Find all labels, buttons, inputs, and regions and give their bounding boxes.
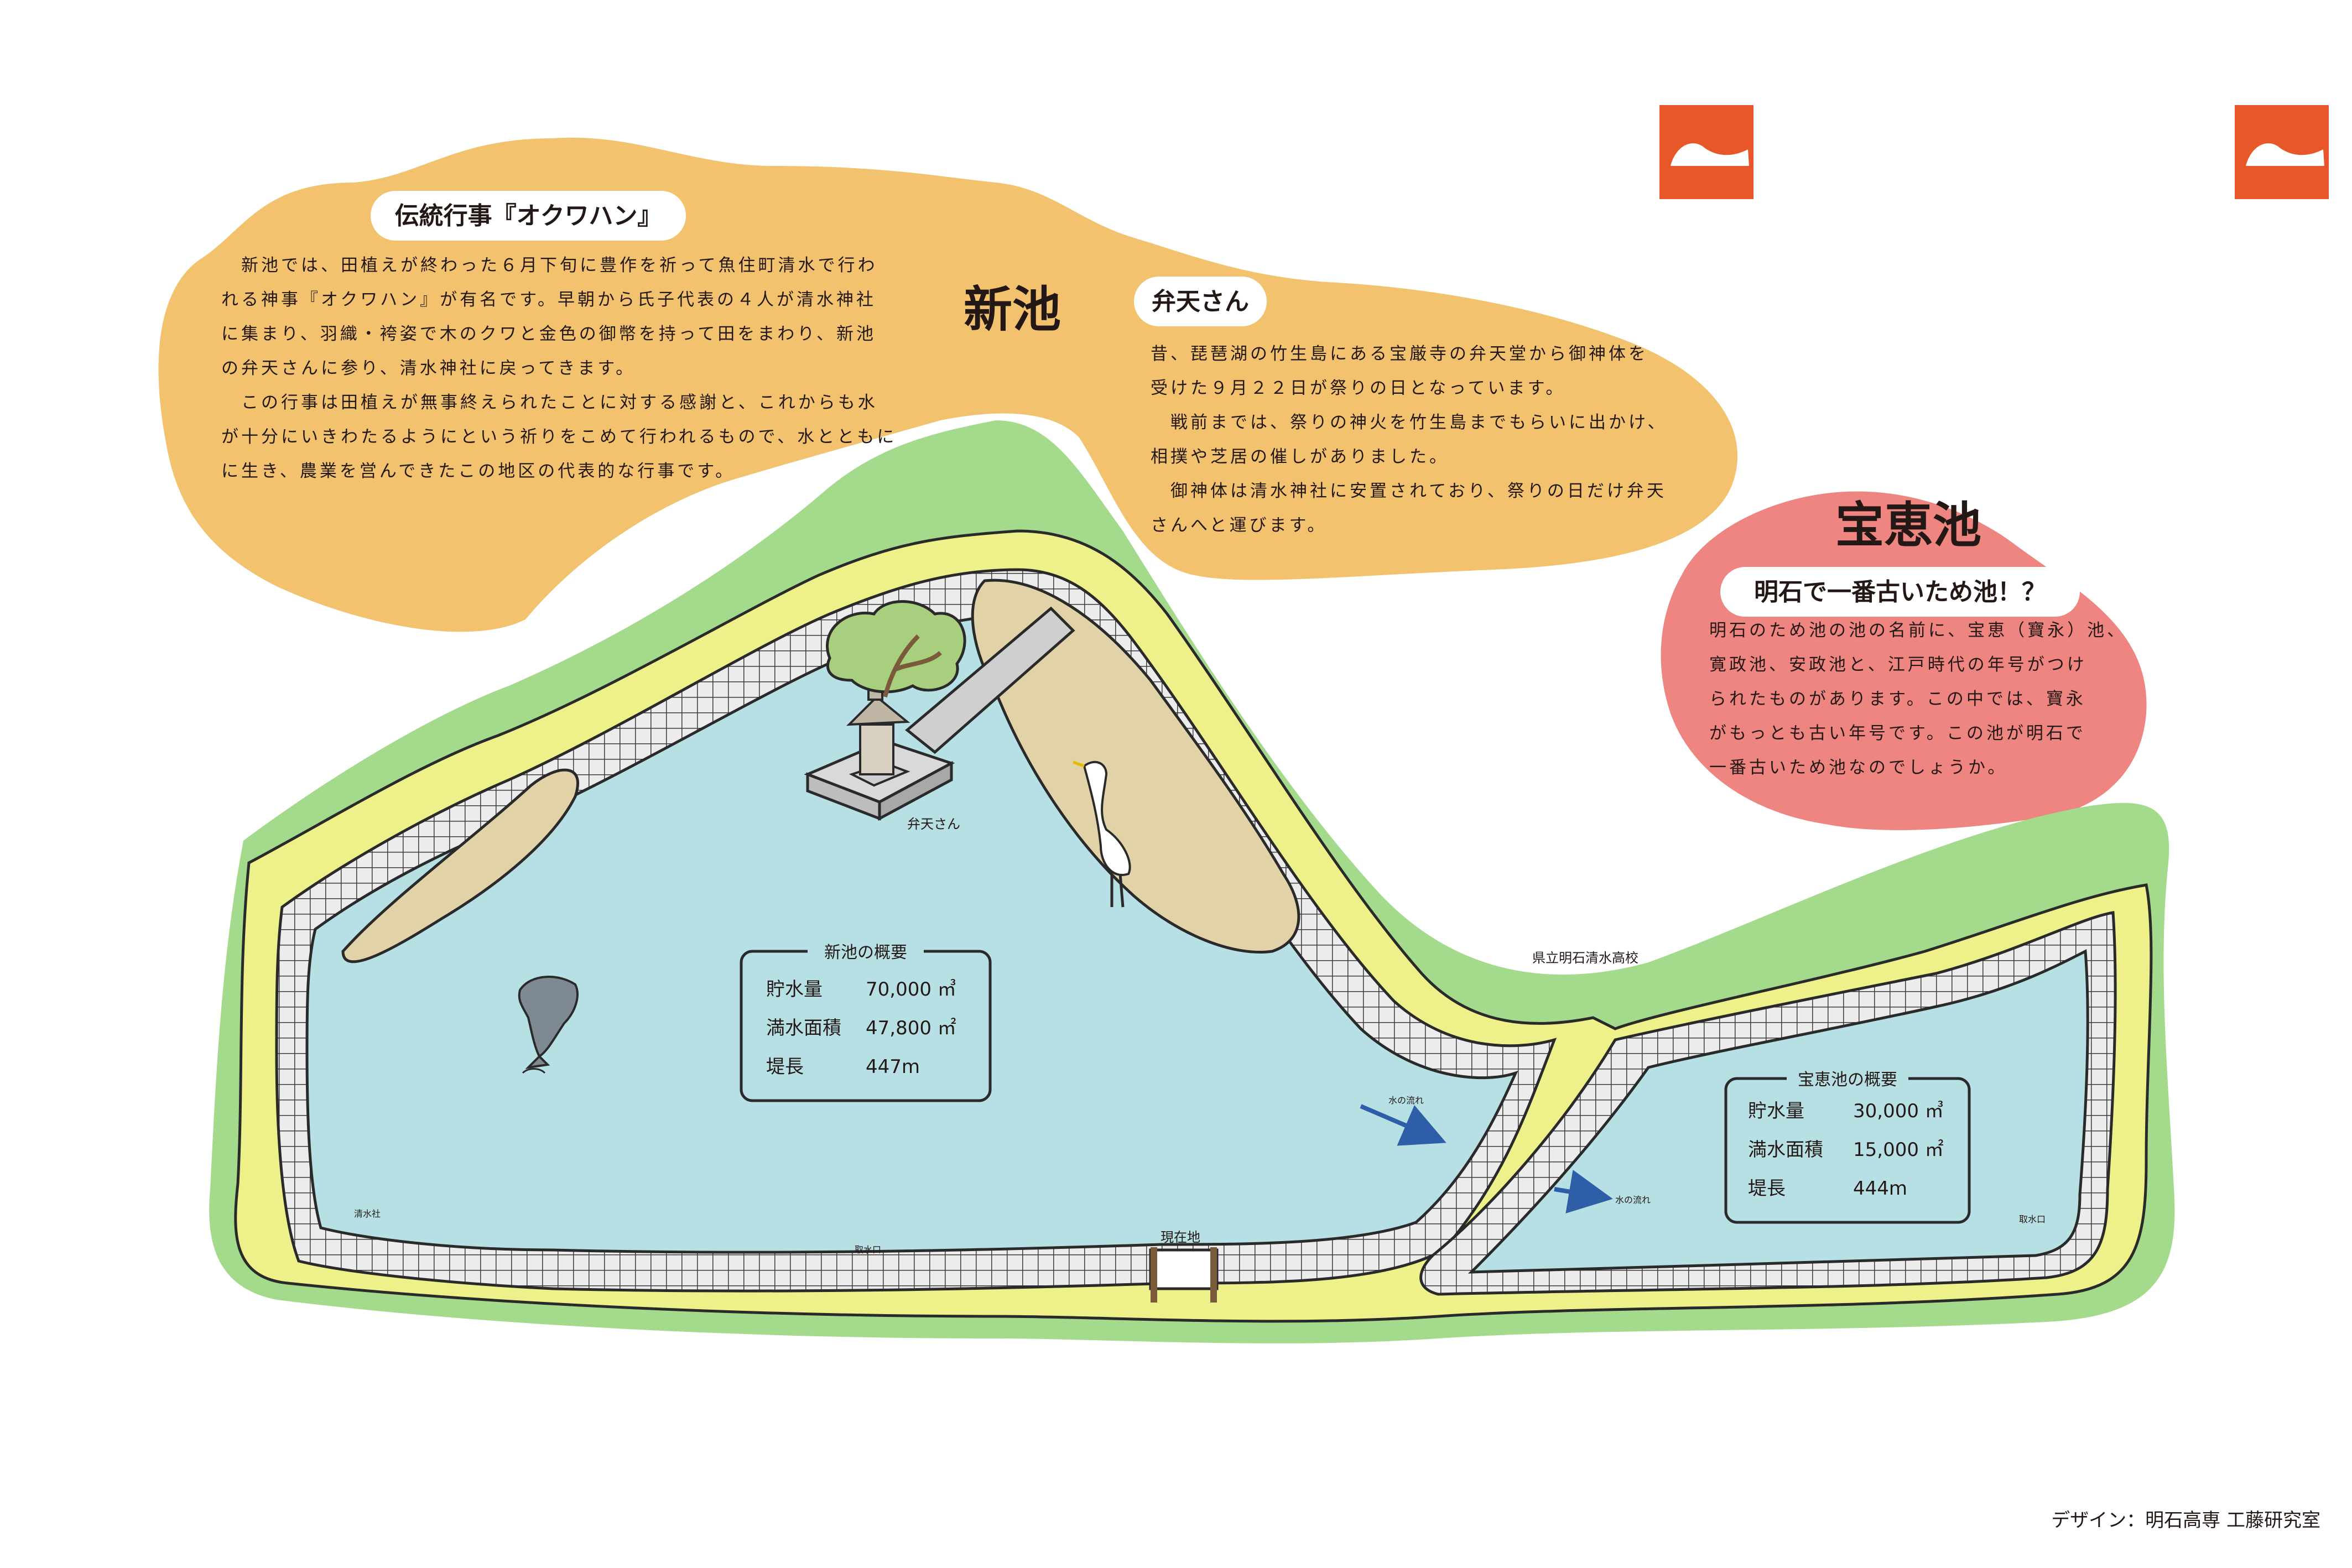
shin-ike-water [305, 612, 1518, 1254]
benten-line: 戦前までは、祭りの神火を竹生島までもらいに出かけ、 [1151, 413, 1667, 433]
houkei-line: 明石のため池の池の名前に、宝恵（寶永）池、 [1709, 621, 2127, 640]
sandbar-left [341, 768, 579, 963]
water-flow-arrow [1554, 1170, 1613, 1213]
school-label: 県立明石清水高校 [1532, 950, 1638, 966]
shin-ike-bubble [158, 137, 1738, 632]
design-credit: デザイン：明石高専 工藤研究室 [2051, 1509, 2320, 1531]
tradition-body: 新池では、田植えが終わった６月下旬に豊作を祈って魚住町清水で行わ れる神事『オク… [221, 256, 897, 481]
current-location-sign [1149, 1247, 1219, 1303]
water-flow-label: 水の流れ [1615, 1195, 1651, 1205]
houkei-line: 一番古いため池なのでしょうか。 [1709, 758, 2007, 778]
current-location-label: 現在地 [1161, 1230, 1200, 1245]
benten-heading: 弁天さん [1152, 288, 1249, 316]
tradition-line: この行事は田植えが無事終えられたことに対する感謝と、これからも水 [221, 393, 878, 413]
overview-row-label: 堤長 [1748, 1178, 1786, 1200]
houkei-heading-pill [1720, 567, 2080, 617]
overview-title: 宝恵池の概要 [1798, 1070, 1897, 1090]
tradition-line: 新池では、田植えが終わった６月下旬に豊作を祈って魚住町清水で行わ [221, 256, 877, 275]
overview-row-value: 444m [1853, 1178, 1907, 1200]
benten-line: 御神体は清水神社に安置されており、祭りの日だけ弁天 [1151, 481, 1667, 501]
houkei-line: がもっとも古い年号です。この池が明石で [1709, 723, 2086, 743]
causeway [905, 606, 1075, 754]
overview-row-value: 70,000 ㎥ [866, 978, 956, 1001]
tradition-heading-pill [371, 191, 686, 241]
overview-row-label: 満水面積 [766, 1017, 841, 1039]
benten-map-label: 弁天さん [907, 816, 960, 832]
overview-row-value: 30,000 ㎥ [1853, 1100, 1944, 1122]
houkei-line: られたものがあります。この中では、寶永 [1709, 689, 2086, 709]
benten-line: 相撲や芝居の催しがありました。 [1151, 447, 1449, 467]
heron-icon [1073, 760, 1131, 908]
shoe-icon [1659, 105, 1753, 199]
shin-ike-overview-table: 新池の概要 貯水量 70,000 ㎥ 満水面積 47,800 ㎡ 堤長 447m [740, 940, 992, 1102]
overview-row-value: 47,800 ㎡ [866, 1017, 956, 1039]
tradition-heading: 伝統行事『オクワハン』 [395, 202, 662, 230]
shimizu-shrine-label: 清水社 [354, 1208, 381, 1219]
houkei-ike-title: 宝恵池 [1835, 497, 1981, 554]
tradition-line: に生き、農業を営んできたこの地区の代表的な行事です。 [221, 461, 735, 481]
carp-icon [518, 976, 579, 1074]
benten-heading-pill [1134, 277, 1267, 326]
overview-row-value: 447m [866, 1056, 920, 1078]
tradition-line: れる神事『オクワハン』が有名です。早朝から氏子代表の４人が清水神社 [221, 290, 876, 310]
overview-row-label: 満水面積 [1748, 1139, 1823, 1161]
tradition-line: に集まり、羽織・袴姿で木のクワと金色の御幣を持って田をまわり、新池 [221, 324, 876, 344]
benten-line: 昔、琵琶湖の竹生島にある宝厳寺の弁天堂から御神体を [1151, 344, 1648, 364]
sandbar-center [971, 579, 1300, 954]
houkei-ike-water [1468, 949, 2089, 1274]
tradition-line: が十分にいきわたるようにという祈りをこめて行われるもので、水とともに [221, 427, 897, 447]
water-flow-arrow [1360, 1104, 1446, 1146]
houkei-ike-overview-table: 宝恵池の概要 貯水量 30,000 ㎥ 満水面積 15,000 ㎡ 堤長 444… [1724, 1067, 1971, 1224]
overview-row-label: 堤長 [766, 1056, 804, 1078]
shoe-icon [2235, 105, 2329, 199]
benten-line: さんへと運びます。 [1151, 515, 1327, 535]
benten-line: 受けた９月２２日が祭りの日となっています。 [1151, 378, 1565, 398]
houkei-line: 寛政池、安政池と、江戸時代の年号がつけ [1709, 655, 2087, 675]
overview-row-label: 貯水量 [766, 978, 823, 1001]
intake-label: 取水口 [2019, 1214, 2046, 1225]
overview-row-label: 貯水量 [1748, 1100, 1804, 1122]
houkei-body: 明石のため池の池の名前に、宝恵（寶永）池、 寛政池、安政池と、江戸時代の年号がつ… [1709, 621, 2127, 778]
water-flow-label: 水の流れ [1388, 1095, 1424, 1106]
houkei-heading: 明石で一番古いため池！？ [1754, 578, 2046, 606]
tree-icon [825, 600, 966, 697]
benten-shrine-icon [846, 679, 910, 787]
overview-title: 新池の概要 [824, 943, 907, 962]
intake-label: 取水口 [855, 1244, 881, 1255]
shin-ike-title: 新池 [964, 281, 1061, 338]
tradition-line: の弁天さんに参り、清水神社に戻ってきます。 [221, 358, 636, 378]
benten-body: 昔、琵琶湖の竹生島にある宝厳寺の弁天堂から御神体を 受けた９月２２日が祭りの日と… [1151, 344, 1667, 535]
overview-row-value: 15,000 ㎡ [1853, 1139, 1944, 1161]
